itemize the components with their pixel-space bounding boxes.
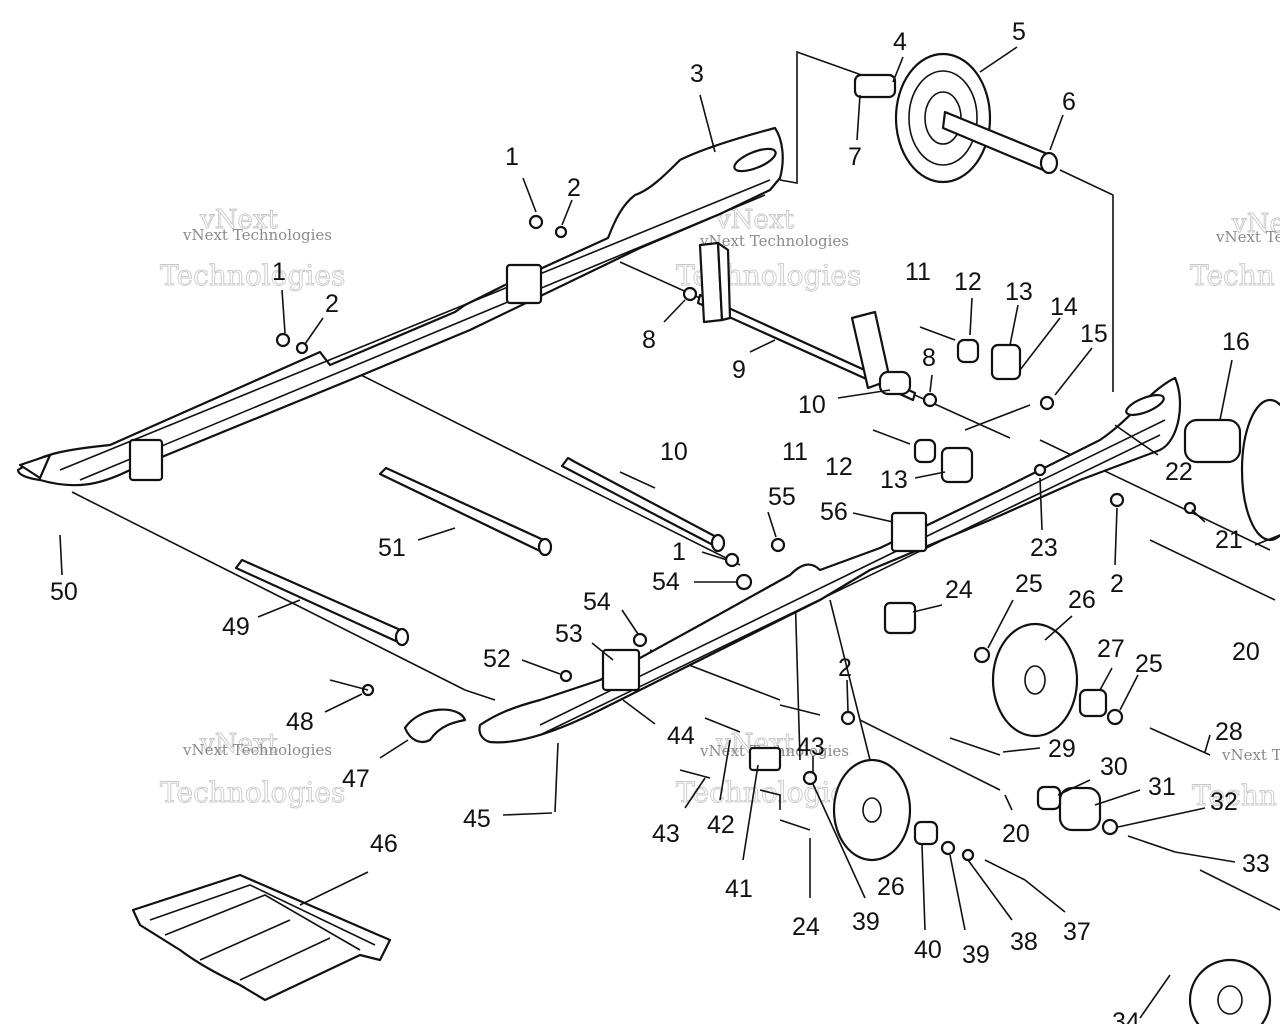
callout-12: 12 bbox=[825, 453, 853, 481]
rail-back bbox=[16, 126, 784, 487]
callout-32: 32 bbox=[1210, 788, 1238, 816]
callout-2: 2 bbox=[1110, 570, 1124, 598]
callout-48: 48 bbox=[286, 708, 314, 736]
callout-37: 37 bbox=[1063, 918, 1091, 946]
callout-56: 56 bbox=[820, 498, 848, 526]
callout-49: 49 bbox=[222, 613, 250, 641]
callout-54: 54 bbox=[652, 568, 680, 596]
watermark-text: Technologies bbox=[160, 259, 345, 292]
callout-46: 46 bbox=[370, 830, 398, 858]
callout-15: 15 bbox=[1080, 320, 1108, 348]
callout-39: 39 bbox=[852, 908, 880, 936]
callout-43: 43 bbox=[797, 733, 825, 761]
hardware bbox=[275, 214, 1276, 881]
cross-shafts bbox=[234, 456, 726, 647]
watermark-text: vNext bbox=[1231, 209, 1280, 239]
top-idler-wheel bbox=[853, 52, 1059, 184]
callout-2: 2 bbox=[325, 290, 339, 318]
callout-1: 1 bbox=[272, 258, 286, 286]
watermark-text: vNext Te bbox=[1215, 228, 1280, 246]
callout-13: 13 bbox=[1005, 278, 1033, 306]
callout-27: 27 bbox=[1097, 635, 1125, 663]
callout-7: 7 bbox=[848, 143, 862, 171]
track-section bbox=[131, 873, 392, 1002]
watermark-text: vNext Technologies bbox=[182, 741, 332, 759]
callout-10: 10 bbox=[660, 438, 688, 466]
callout-42: 42 bbox=[707, 811, 735, 839]
callout-26: 26 bbox=[877, 873, 905, 901]
callout-33: 33 bbox=[1242, 850, 1270, 878]
callout-53: 53 bbox=[555, 620, 583, 648]
callout-30: 30 bbox=[1100, 753, 1128, 781]
watermark-text: vNext bbox=[199, 729, 278, 759]
callout-14: 14 bbox=[1050, 293, 1078, 321]
callout-38: 38 bbox=[1010, 928, 1038, 956]
callout-13: 13 bbox=[880, 466, 908, 494]
rail-front bbox=[478, 376, 1182, 744]
callout-5: 5 bbox=[1012, 18, 1026, 46]
callout-26: 26 bbox=[1068, 586, 1096, 614]
callout-10: 10 bbox=[798, 391, 826, 419]
callout-24: 24 bbox=[945, 576, 973, 604]
callout-29: 29 bbox=[1048, 735, 1076, 763]
callout-52: 52 bbox=[483, 645, 511, 673]
callout-1: 1 bbox=[505, 143, 519, 171]
callout-4: 4 bbox=[893, 28, 907, 56]
callout-31: 31 bbox=[1148, 773, 1176, 801]
watermark-left-bottom: vNext vNext Technologies Technologies bbox=[160, 729, 346, 810]
callout-8: 8 bbox=[642, 326, 656, 354]
watermark-text: vNext Technologies bbox=[699, 232, 849, 250]
callout-16: 16 bbox=[1222, 328, 1250, 356]
watermark-text: Technologies bbox=[160, 776, 345, 809]
callout-28: 28 bbox=[1215, 718, 1243, 746]
watermark-text: Techn bbox=[1190, 259, 1275, 292]
callout-24: 24 bbox=[792, 913, 820, 941]
callout-2: 2 bbox=[838, 654, 852, 682]
callout-50: 50 bbox=[50, 578, 78, 606]
callout-23: 23 bbox=[1030, 534, 1058, 562]
callout-20: 20 bbox=[1232, 638, 1260, 666]
callout-34: 34 bbox=[1112, 1008, 1140, 1024]
callout-43: 43 bbox=[652, 820, 680, 848]
watermark-center-bottom: vNext vNext Technologies Technologies bbox=[676, 729, 862, 810]
watermark-right-edge: vNext vNext Te Techn vNext Te Techn bbox=[1190, 209, 1280, 813]
callout-22: 22 bbox=[1165, 458, 1193, 486]
watermark-text: vNext bbox=[199, 205, 278, 235]
callout-55: 55 bbox=[768, 483, 796, 511]
callout-9: 9 bbox=[732, 356, 746, 384]
watermark-text: vNext Technologies bbox=[182, 226, 332, 244]
callout-20: 20 bbox=[1002, 820, 1030, 848]
callout-54: 54 bbox=[583, 588, 611, 616]
callout-40: 40 bbox=[914, 936, 942, 964]
callout-45: 45 bbox=[463, 805, 491, 833]
callout-39: 39 bbox=[962, 941, 990, 969]
callout-12: 12 bbox=[954, 268, 982, 296]
callout-8: 8 bbox=[922, 344, 936, 372]
callout-11: 11 bbox=[905, 258, 931, 286]
callout-3: 3 bbox=[690, 60, 704, 88]
callout-21: 21 bbox=[1215, 526, 1243, 554]
rail-tips bbox=[18, 438, 164, 482]
watermark-left-top: vNext vNext Technologies Technologies bbox=[160, 205, 346, 293]
watermark-text: Techn bbox=[1192, 779, 1277, 812]
leader-lines bbox=[59, 46, 1280, 1019]
callout-25: 25 bbox=[1135, 650, 1163, 678]
watermark-text: vNext Te bbox=[1221, 746, 1280, 764]
callout-labels: 1 2 3 4 5 6 7 1 2 8 9 10 11 12 13 14 15 … bbox=[50, 18, 1270, 1024]
callout-11: 11 bbox=[782, 438, 808, 466]
callout-25: 25 bbox=[1015, 570, 1043, 598]
callout-6: 6 bbox=[1062, 88, 1076, 116]
rear-axle bbox=[696, 241, 917, 402]
callout-2: 2 bbox=[567, 174, 581, 202]
callout-41: 41 bbox=[725, 875, 753, 903]
callout-44: 44 bbox=[667, 722, 695, 750]
callout-1: 1 bbox=[672, 538, 686, 566]
wheels-right bbox=[832, 398, 1280, 1024]
callout-51: 51 bbox=[378, 534, 406, 562]
callout-47: 47 bbox=[342, 765, 370, 793]
